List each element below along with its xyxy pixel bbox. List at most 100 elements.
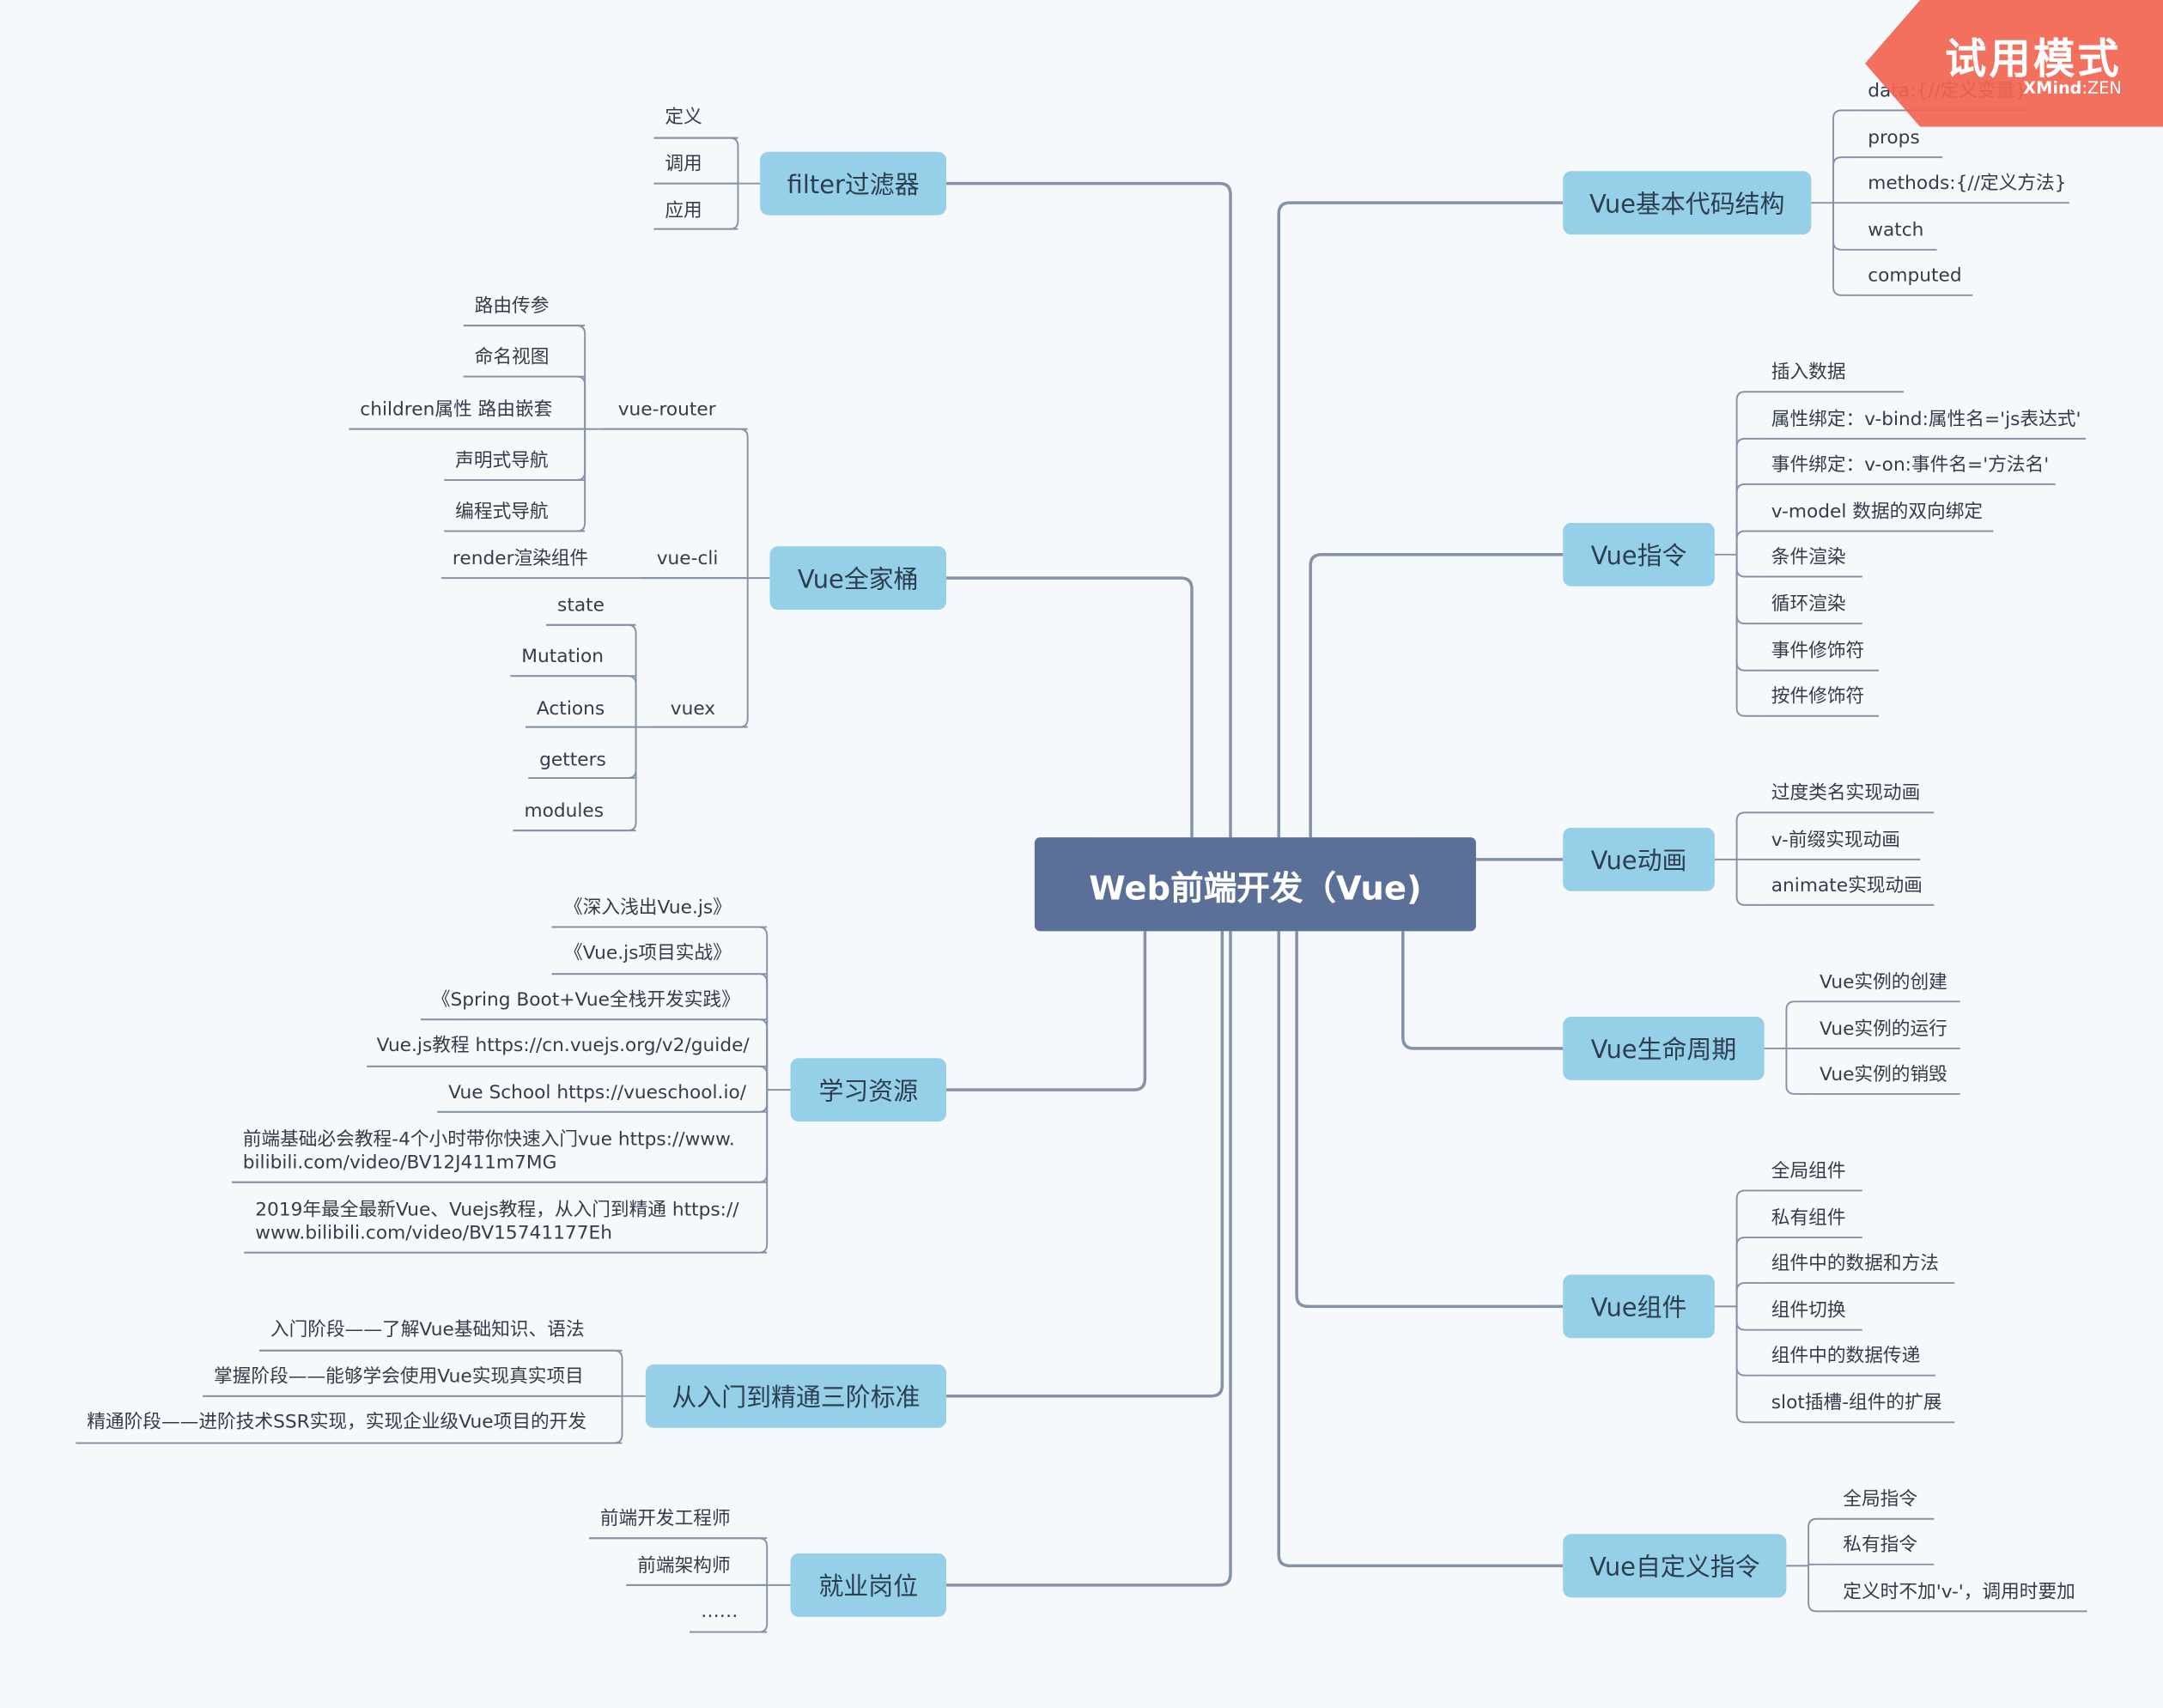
leaf-basic-props[interactable]: props xyxy=(1868,126,1920,149)
sub-vuex[interactable]: vuex xyxy=(670,697,716,720)
leaf-component-data-methods[interactable]: 组件中的数据和方法 xyxy=(1771,1252,1939,1275)
leaf-vuex-state[interactable]: state xyxy=(557,594,605,617)
trunk-custom xyxy=(1277,931,1564,1568)
component-items-branch xyxy=(1735,1306,1759,1377)
leaf-resource-bilibili-1[interactable]: 前端基础必会教程-4个小时带你快速入门vue https://www. bili… xyxy=(242,1128,735,1175)
animation-items-branch xyxy=(1735,859,1759,906)
badge-background xyxy=(1864,0,2163,127)
leaf-router-named-views[interactable]: 命名视图 xyxy=(474,346,550,368)
topic-vue-family[interactable]: Vue全家桶 xyxy=(769,546,947,611)
animation-items-branch xyxy=(1735,811,1759,860)
leaf-directive-insert[interactable]: 插入数据 xyxy=(1771,361,1846,384)
topic-basic-structure[interactable]: Vue基本代码结构 xyxy=(1563,171,1812,235)
central-topic[interactable]: Web前端开发（Vue) xyxy=(1034,837,1476,932)
topic-custom-directives[interactable]: Vue自定义指令 xyxy=(1563,1534,1787,1598)
lifecycle-items-branch xyxy=(1785,1048,1809,1095)
leaf-custom-prefix-rule[interactable]: 定义时不加'v-'，调用时要加 xyxy=(1843,1581,2075,1603)
leaf-directive-event-modifier[interactable]: 事件修饰符 xyxy=(1771,640,1865,663)
leaf-stage-expert[interactable]: 精通阶段——进阶技术SSR实现，实现企业级Vue项目的开发 xyxy=(87,1411,587,1434)
leaf-filter-define[interactable]: 定义 xyxy=(665,106,702,129)
leaf-filter-call[interactable]: 调用 xyxy=(665,153,702,176)
filter-underlines xyxy=(653,137,738,230)
leaf-component-slot[interactable]: slot插槽-组件的扩展 xyxy=(1771,1391,1942,1414)
directive-items-branch xyxy=(1735,554,1759,578)
leaf-lifecycle-run[interactable]: Vue实例的运行 xyxy=(1819,1018,1947,1041)
topic-three-stages[interactable]: 从入门到精通三阶标准 xyxy=(645,1364,947,1428)
leaf-job-more[interactable]: …… xyxy=(701,1600,738,1623)
trunk-stages xyxy=(946,931,1224,1398)
leaf-component-data-passing[interactable]: 组件中的数据传递 xyxy=(1771,1345,1921,1368)
directive-items-branch xyxy=(1735,391,1759,555)
leaf-filter-apply[interactable]: 应用 xyxy=(665,199,702,222)
topic-directives[interactable]: Vue指令 xyxy=(1563,522,1715,587)
leaf-job-frontend-engineer[interactable]: 前端开发工程师 xyxy=(599,1507,731,1530)
leaf-directive-on[interactable]: 事件绑定：v-on:事件名='方法名' xyxy=(1771,453,2050,477)
leaf-stage-beginner[interactable]: 入门阶段——了解Vue基础知识、语法 xyxy=(270,1318,585,1341)
topic-animation[interactable]: Vue动画 xyxy=(1563,827,1715,891)
directive-items-branch xyxy=(1735,554,1759,717)
family-underlines xyxy=(601,428,748,728)
leaf-resource-book-1[interactable]: 《深入浅出Vue.js》 xyxy=(564,897,732,919)
topic-lifecycle[interactable]: Vue生命周期 xyxy=(1563,1016,1765,1080)
leaf-basic-computed[interactable]: computed xyxy=(1868,264,1962,288)
leaf-animation-class[interactable]: 过度类名实现动画 xyxy=(1771,781,1921,805)
leaf-directive-model[interactable]: v-model 数据的双向绑定 xyxy=(1771,501,1984,523)
leaf-basic-watch[interactable]: watch xyxy=(1868,219,1924,242)
leaf-basic-methods[interactable]: methods:{//定义方法} xyxy=(1868,172,2067,195)
leaf-lifecycle-destroy[interactable]: Vue实例的销毁 xyxy=(1819,1063,1947,1086)
leaf-vuex-actions[interactable]: Actions xyxy=(536,697,605,720)
directive-items-branch xyxy=(1735,554,1759,625)
leaf-cli-render[interactable]: render渲染组件 xyxy=(452,547,589,570)
custom-items-branch xyxy=(1808,1517,1831,1566)
lifecycle-items-branch xyxy=(1785,1000,1809,1049)
leaf-animation-animate[interactable]: animate实现动画 xyxy=(1771,874,1923,897)
leaf-vuex-getters[interactable]: getters xyxy=(539,749,606,772)
directive-items-branch xyxy=(1735,554,1759,672)
topic-components[interactable]: Vue组件 xyxy=(1563,1274,1715,1339)
leaf-component-global[interactable]: 全局组件 xyxy=(1771,1160,1846,1182)
trunk-vue-family xyxy=(946,576,1194,838)
leaf-directive-key-modifier[interactable]: 按件修饰符 xyxy=(1771,685,1865,708)
leaf-directive-bind[interactable]: 属性绑定：v-bind:属性名='js表达式' xyxy=(1771,408,2081,431)
leaf-custom-private[interactable]: 私有指令 xyxy=(1843,1534,1918,1557)
leaf-job-frontend-architect[interactable]: 前端架构师 xyxy=(637,1554,731,1577)
leaf-router-params[interactable]: 路由传参 xyxy=(474,295,550,318)
leaf-animation-prefix[interactable]: v-前缀实现动画 xyxy=(1771,829,1900,852)
basic-items-branch xyxy=(1832,109,1856,204)
leaf-resource-book-2[interactable]: 《Vue.js项目实战》 xyxy=(564,942,732,964)
directive-items-branch xyxy=(1735,483,1759,555)
leaf-vuex-mutation[interactable]: Mutation xyxy=(521,645,605,668)
resource-underlines xyxy=(231,926,768,1254)
sub-vue-cli[interactable]: vue-cli xyxy=(656,547,719,570)
leaf-resource-bilibili-2[interactable]: 2019年最全最新Vue、Vuejs教程，从入门到精通 https:// www… xyxy=(255,1199,739,1245)
leaf-router-children[interactable]: children属性 路由嵌套 xyxy=(360,398,553,421)
leaf-custom-global[interactable]: 全局指令 xyxy=(1843,1488,1918,1511)
leaf-stage-intermediate[interactable]: 掌握阶段——能够学会使用Vue实现真实项目 xyxy=(214,1365,584,1389)
directive-items-branch xyxy=(1735,530,1759,555)
sub-vue-router[interactable]: vue-router xyxy=(617,398,716,421)
leaf-component-private[interactable]: 私有组件 xyxy=(1771,1207,1846,1230)
leaf-vuex-modules[interactable]: modules xyxy=(524,799,605,823)
leaf-resource-vueschool[interactable]: Vue School https://vueschool.io/ xyxy=(448,1081,747,1104)
basic-items-branch xyxy=(1832,203,1856,296)
component-items-branch xyxy=(1735,1306,1759,1424)
trunk-resources xyxy=(946,931,1147,1091)
leaf-resource-book-3[interactable]: 《Spring Boot+Vue全栈开发实践》 xyxy=(431,988,740,1012)
leaf-router-declarative[interactable]: 声明式导航 xyxy=(455,449,549,472)
leaf-directive-for[interactable]: 循环渲染 xyxy=(1771,593,1846,616)
trial-mode-badge: 试用模式 XMind:ZEN xyxy=(1864,0,2163,127)
leaf-router-programmatic[interactable]: 编程式导航 xyxy=(455,501,549,523)
topic-jobs[interactable]: 就业岗位 xyxy=(790,1553,947,1617)
leaf-directive-if[interactable]: 条件渲染 xyxy=(1771,546,1846,568)
leaf-resource-vuejs-guide[interactable]: Vue.js教程 https://cn.vuejs.org/v2/guide/ xyxy=(376,1034,750,1057)
vuex-underlines xyxy=(510,623,636,832)
directive-items-branch xyxy=(1735,437,1759,555)
leaf-component-switch[interactable]: 组件切换 xyxy=(1771,1299,1846,1322)
leaf-lifecycle-create[interactable]: Vue实例的创建 xyxy=(1819,970,1947,994)
trunk-basic xyxy=(1277,201,1564,838)
custom-items-branch xyxy=(1808,1563,1831,1566)
topic-filter[interactable]: filter过滤器 xyxy=(760,151,947,216)
badge-title: 试用模式 xyxy=(1945,35,2122,84)
topic-learning-resources[interactable]: 学习资源 xyxy=(790,1058,947,1122)
